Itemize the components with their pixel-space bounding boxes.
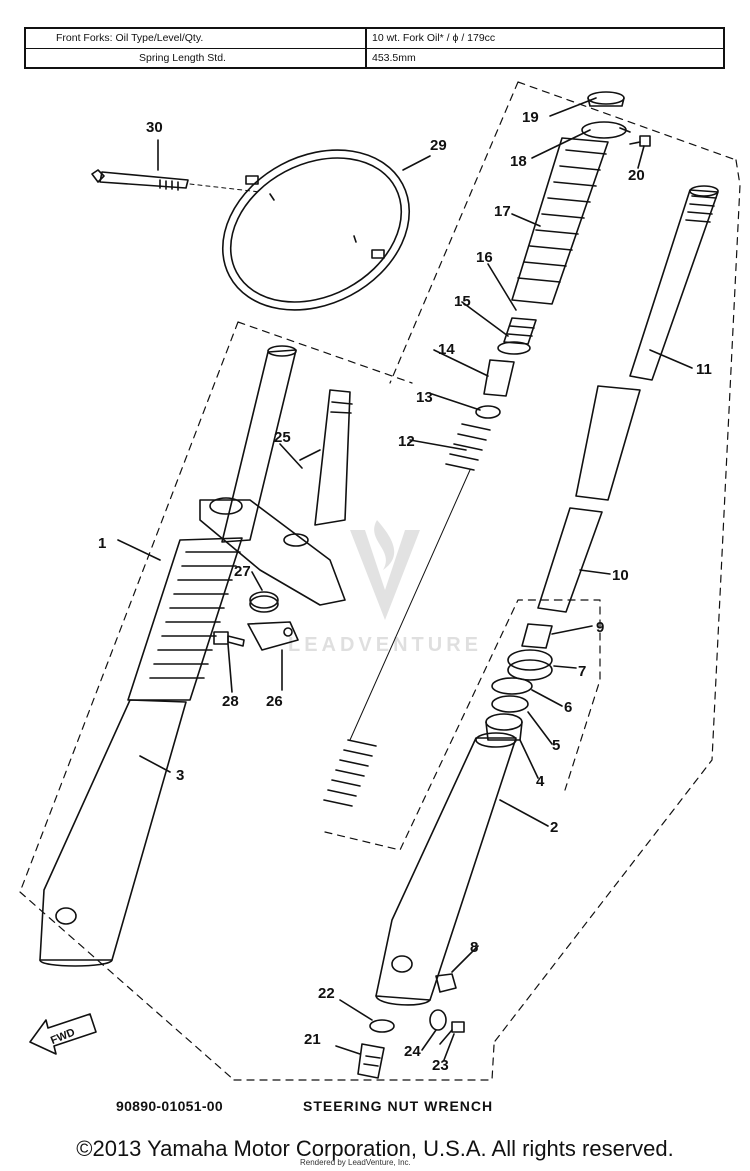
spec-row-spring: Spring Length Std. 453.5mm [26,49,723,68]
watermark-brand: LEADVENTURE [287,634,482,656]
part-21-bolt [357,1043,385,1079]
spec-label-oil: Front Forks: Oil Type/Level/Qty. [56,32,204,44]
callout-25: 25 [274,429,291,446]
callout-21: 21 [304,1031,321,1048]
part-25-steering-stem [199,389,353,606]
callout-20: 20 [628,167,645,184]
part-5-washer [491,695,529,713]
callout-26: 26 [266,693,283,710]
part-7-oil-seal [507,649,553,681]
part-9-collar [521,623,553,649]
part-6-clip [491,677,533,695]
callout-29: 29 [430,137,447,154]
callout-13: 13 [416,389,433,406]
callout-10: 10 [612,567,629,584]
part-12-spring [323,423,491,807]
right-group-boundary [389,81,741,1046]
spec-label-spring: Spring Length Std. [139,52,226,64]
copyright: ©2013 Yamaha Motor Corporation, U.S.A. A… [76,1136,674,1161]
spec-value-oil: 10 wt. Fork Oil* / ϕ / 179cc [372,32,496,44]
part-30-bolt [91,169,261,193]
special-tool: 90890-01051-00 STEERING NUT WRENCH [0,1098,750,1120]
part-29-rim [221,149,431,311]
fwd-label: FWD [49,1026,77,1047]
watermark-logo-icon [350,520,420,620]
callout-4: 4 [536,773,545,790]
part-23-screw [439,1021,465,1045]
spec-value-spring: 453.5mm [372,52,416,64]
part-22-washer [369,1019,395,1033]
part-4-bushing [485,713,523,741]
part-15-o-ring [497,341,531,355]
part-3-left-fork [39,345,297,967]
part-26-clamp [247,621,299,651]
tool-part-number: 90890-01051-00 [116,1098,223,1114]
part-24-washer [429,1009,447,1031]
part-14-collar [483,359,515,397]
tool-name: STEERING NUT WRENCH [303,1098,494,1114]
part-18-clamp [581,121,631,139]
callout-30: 30 [146,119,163,136]
spring-bracket [324,599,556,851]
callout-12: 12 [398,433,415,450]
callout-28: 28 [222,693,239,710]
callout-18: 18 [510,153,527,170]
callout-22: 22 [318,985,335,1002]
left-group-boundary [19,321,495,1081]
part-10-damper [537,385,641,613]
fwd-arrow-icon [29,1013,97,1055]
leadventure-watermark: LEADVENTURE [255,510,515,680]
part-11-inner-tube [629,185,719,381]
callout-19: 19 [522,109,539,126]
part-19-cap [587,91,625,107]
callout-9: 9 [596,619,604,636]
spec-divider [365,29,367,67]
part-17-boot [511,137,609,305]
callout-17: 17 [494,203,511,220]
callout-27: 27 [234,563,251,580]
watermark-small-text: Rendered by LeadVenture, Inc. [300,1158,411,1167]
callout-1: 1 [98,535,106,552]
callout-8: 8 [470,939,478,956]
callout-3: 3 [176,767,184,784]
part-20-bolt [629,135,651,147]
part-13-seat [475,405,501,419]
spec-table: Front Forks: Oil Type/Level/Qty. 10 wt. … [24,27,725,69]
callout-23: 23 [432,1057,449,1074]
callout-2: 2 [550,819,558,836]
callout-6: 6 [564,699,572,716]
part-16-spacer [503,317,537,345]
callout-7: 7 [578,663,586,680]
callout-24: 24 [404,1043,421,1060]
callout-5: 5 [552,737,560,754]
callout-15: 15 [454,293,471,310]
callout-14: 14 [438,341,455,358]
part-8-nut [435,973,457,993]
callout-11: 11 [696,361,712,378]
part-2-outer-tube [375,732,517,1006]
spec-row-oil: Front Forks: Oil Type/Level/Qty. 10 wt. … [26,29,723,49]
callout-16: 16 [476,249,493,266]
part-27-oil-seal [249,591,279,613]
part-28-bolt [213,631,245,647]
